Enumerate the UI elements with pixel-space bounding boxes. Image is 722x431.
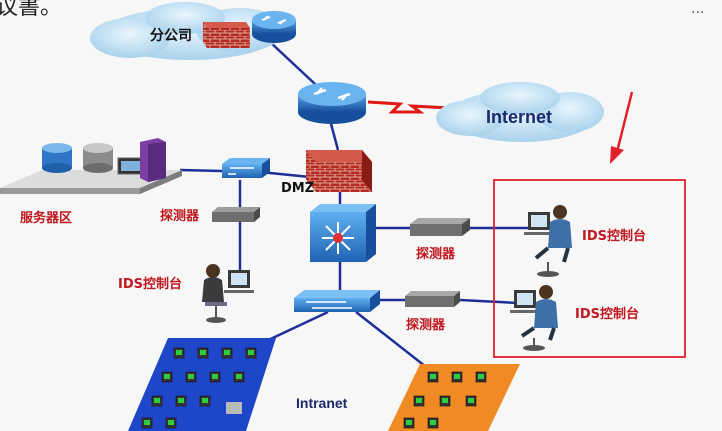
core-switch-icon [310, 204, 376, 262]
ids-console-right-top-icon [524, 205, 572, 277]
dmz-switch-icon [222, 158, 270, 178]
intranet-label: Intranet [296, 395, 348, 411]
tower-server-icon [140, 138, 166, 182]
dmz-label: DMZ [281, 181, 314, 196]
ids-console-right-bottom-label: IDS控制台 [575, 306, 639, 322]
probe-left-label: 探测器 [160, 208, 200, 224]
core-router-icon [298, 82, 366, 124]
corner-menu-dots[interactable]: ... [691, 1, 704, 17]
intranet-blue-lan [128, 338, 276, 431]
ids-highlight-box [493, 179, 686, 358]
internet-label: Internet [486, 107, 552, 127]
access-switch-icon [294, 290, 380, 312]
server-zone-label: 服务器区 [20, 210, 72, 226]
branch-firewall-icon [203, 22, 250, 48]
wan-link [367, 100, 451, 114]
probe-mid-label: 探测器 [416, 246, 456, 262]
storage-server-icon [83, 143, 113, 173]
ids-console-right-top-label: IDS控制台 [582, 228, 646, 244]
intranet-orange-lan [388, 364, 520, 431]
branch-office-label: 分公司 [150, 28, 192, 44]
dmz-firewall-icon [306, 150, 372, 192]
probe-low-label: 探测器 [406, 317, 446, 333]
ids-console-left-icon [202, 264, 254, 323]
probe-left-icon [212, 207, 260, 222]
top-text-fragment: 议書。 [0, 0, 62, 20]
probe-low-icon [405, 291, 460, 307]
server-zone-platform [0, 170, 182, 194]
branch-router-icon [252, 11, 296, 43]
ids-console-right-bottom-icon [510, 285, 558, 351]
internet-cloud [436, 82, 604, 142]
pointer-arrow-icon [610, 91, 634, 164]
probe-mid-icon [410, 218, 470, 236]
database-server-icon [42, 143, 72, 173]
ids-console-left-label: IDS控制台 [118, 276, 182, 292]
